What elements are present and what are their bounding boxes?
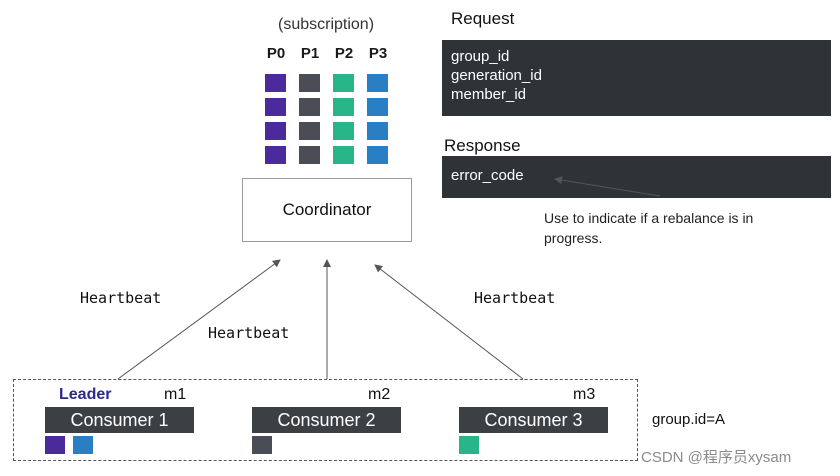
consumer-2-box: Consumer 2 (252, 407, 401, 433)
partition-cell-p2 (333, 122, 354, 140)
subscription-label: (subscription) (277, 16, 375, 33)
consumer-group-boundary (13, 379, 638, 461)
member-label-m2: m2 (368, 386, 391, 403)
heartbeat-label-1: Heartbeat (80, 289, 162, 307)
consumer-1-label: Consumer 1 (70, 410, 169, 430)
partition-cell-p0 (265, 98, 286, 116)
heartbeat-label-2: Heartbeat (208, 324, 290, 342)
consumer-2-label: Consumer 2 (277, 410, 376, 430)
heartbeat-arrow-3 (374, 264, 524, 380)
partition-cell-p1 (299, 74, 320, 92)
heartbeat-arrow-1 (117, 259, 281, 380)
heartbeat-label-3: Heartbeat (474, 289, 556, 307)
member-label-m1: m1 (164, 386, 187, 403)
assigned-partition-p3 (73, 436, 93, 454)
assigned-partition-p2 (459, 436, 479, 454)
consumer-3-label: Consumer 3 (484, 410, 583, 430)
response-field: error_code (451, 167, 524, 184)
consumer-1-box: Consumer 1 (45, 407, 194, 433)
partition-label-p3: P3 (368, 45, 388, 62)
request-box: group_id generation_id member_id (442, 40, 831, 116)
partition-label-p1: P1 (300, 45, 320, 62)
response-title: Response (444, 136, 521, 155)
partition-label-p0: P0 (266, 45, 286, 62)
leader-label: Leader (59, 386, 112, 403)
error-code-pointer-arrow (554, 176, 661, 197)
partition-cell-p1 (299, 98, 320, 116)
response-note-line: progress. (544, 230, 603, 246)
partition-cell-p0 (265, 146, 286, 164)
partition-cell-p0 (265, 122, 286, 140)
response-note-line: Use to indicate if a rebalance is in (544, 210, 754, 226)
partition-cell-p1 (299, 146, 320, 164)
partition-cell-p3 (367, 146, 388, 164)
coordinator-label: Coordinator (282, 200, 372, 219)
partition-cell-p0 (265, 74, 286, 92)
partition-cell-p3 (367, 122, 388, 140)
request-field: generation_id (451, 67, 542, 84)
member-label-m3: m3 (573, 386, 596, 403)
partition-cell-p3 (367, 74, 388, 92)
partition-cell-p1 (299, 122, 320, 140)
watermark: CSDN @程序员xysam (641, 449, 792, 466)
partition-label-p2: P2 (334, 45, 354, 62)
request-title: Request (451, 9, 515, 28)
assigned-partition-p1 (252, 436, 272, 454)
group-id-label: group.id=A (652, 411, 725, 428)
consumer-3-box: Consumer 3 (459, 407, 608, 433)
partition-cell-p3 (367, 98, 388, 116)
request-field: member_id (451, 86, 527, 103)
response-note: Use to indicate if a rebalance is in pro… (544, 208, 753, 248)
partition-cell-p2 (333, 146, 354, 164)
request-field: group_id (451, 48, 510, 65)
partition-cell-p2 (333, 98, 354, 116)
partition-cell-p2 (333, 74, 354, 92)
coordinator-box: Coordinator (242, 178, 412, 242)
assigned-partition-p0 (45, 436, 65, 454)
response-box: error_code (442, 156, 831, 198)
